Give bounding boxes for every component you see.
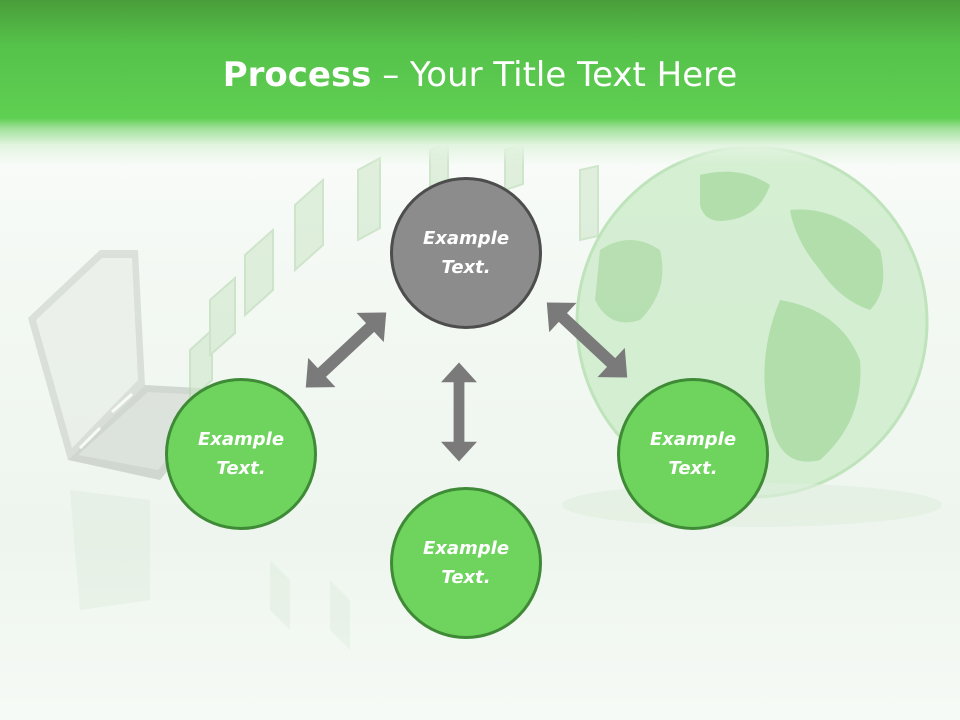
folder-icons <box>189 140 599 403</box>
center-node-line1: Example <box>422 228 510 249</box>
center-node-line2: Text. <box>441 257 491 278</box>
title-rest: – Your Title Text Here <box>371 55 738 95</box>
arrow-center-bottom <box>441 362 477 462</box>
arrow-center-right <box>533 287 641 393</box>
arrow-center-left <box>292 297 400 403</box>
bottom-node-line2: Text. <box>441 567 491 588</box>
bottom-node-line1: Example <box>422 538 510 559</box>
left-node-line1: Example <box>197 429 285 450</box>
left-node-line2: Text. <box>216 458 266 479</box>
right-node-line2: Text. <box>668 458 718 479</box>
bottom-node: Example Text. <box>390 487 542 639</box>
slide-title: Process – Your Title Text Here <box>0 52 960 98</box>
header-band <box>0 0 960 165</box>
title-bold: Process <box>222 55 372 95</box>
right-node-line1: Example <box>649 429 737 450</box>
center-node: Example Text. <box>390 177 542 329</box>
right-node: Example Text. <box>617 378 769 530</box>
left-node: Example Text. <box>165 378 317 530</box>
